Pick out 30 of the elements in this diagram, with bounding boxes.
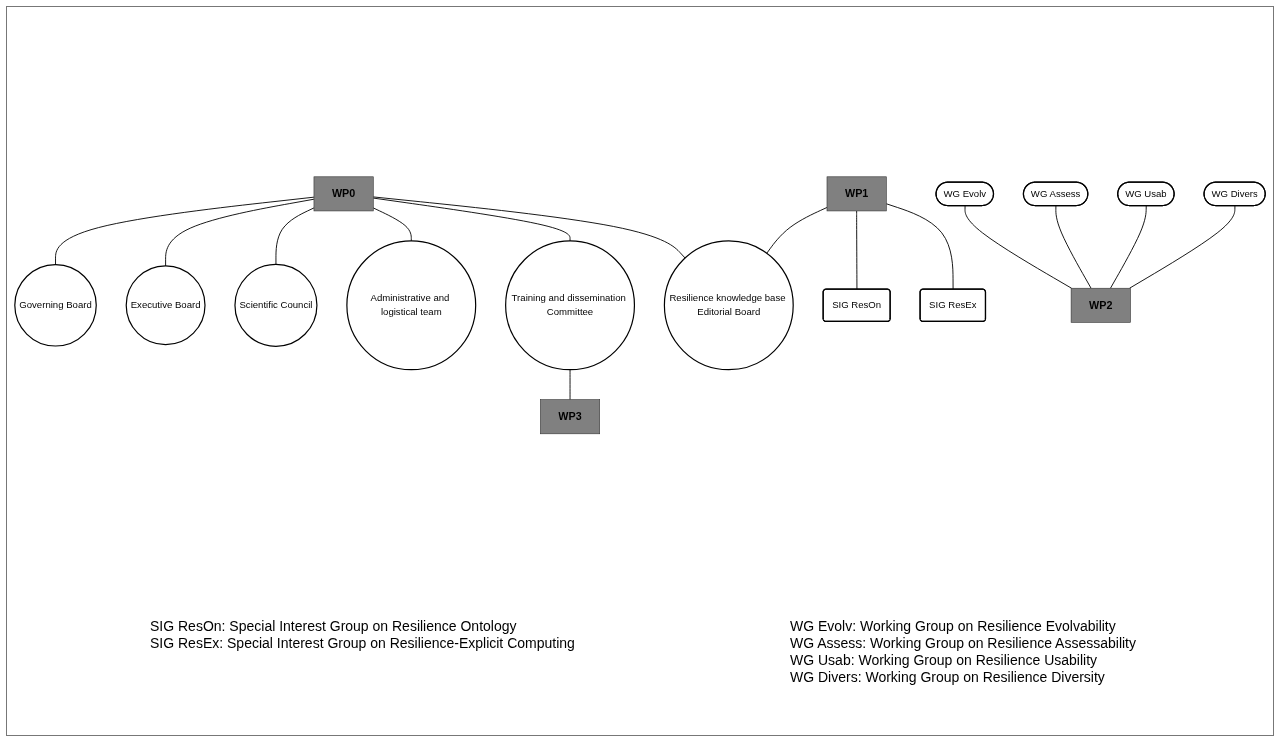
node-circle: Executive Board	[125, 265, 206, 345]
node-box: WP0	[313, 176, 374, 211]
node-circle: Governing Board	[14, 263, 97, 347]
connector	[1055, 205, 1092, 289]
node-box: WP2	[1070, 287, 1131, 323]
legend-note: WG Usab: Working Group on Resilience Usability	[790, 652, 1099, 669]
node-circle: Scientific Council	[234, 263, 318, 347]
connector	[856, 210, 858, 290]
node-box: WP3	[540, 399, 600, 434]
node-circle: Training and dissemination Committee	[505, 240, 636, 370]
legend-note: WG Evolv: Working Group on Resilience Evolvability	[790, 618, 1117, 635]
connector	[1110, 205, 1147, 289]
connector	[885, 203, 954, 290]
connector	[55, 196, 315, 265]
node-box: WP1	[826, 176, 887, 211]
connector	[766, 206, 828, 254]
connector	[372, 197, 571, 242]
connector	[372, 196, 686, 259]
legend-note: SIG ResEx: Special Interest Group on Resilience-Explicit Computing	[150, 635, 575, 652]
connector	[372, 207, 412, 242]
connector	[165, 198, 315, 267]
node-circle: Administrative and logistical team	[346, 240, 477, 370]
legend-note: WG Divers: Working Group on Resilience Diversity	[790, 669, 1106, 686]
legend-note: SIG ResOn: Special Interest Group on Resilience Ontology	[150, 618, 518, 635]
node-circle: Resilience knowledge base Editorial Board	[663, 240, 794, 370]
connector	[1129, 205, 1236, 289]
legend-note: WG Assess: Working Group on Resilience Assessability	[790, 635, 1136, 652]
connector	[964, 205, 1072, 289]
connector	[569, 368, 571, 400]
connector	[275, 207, 315, 265]
